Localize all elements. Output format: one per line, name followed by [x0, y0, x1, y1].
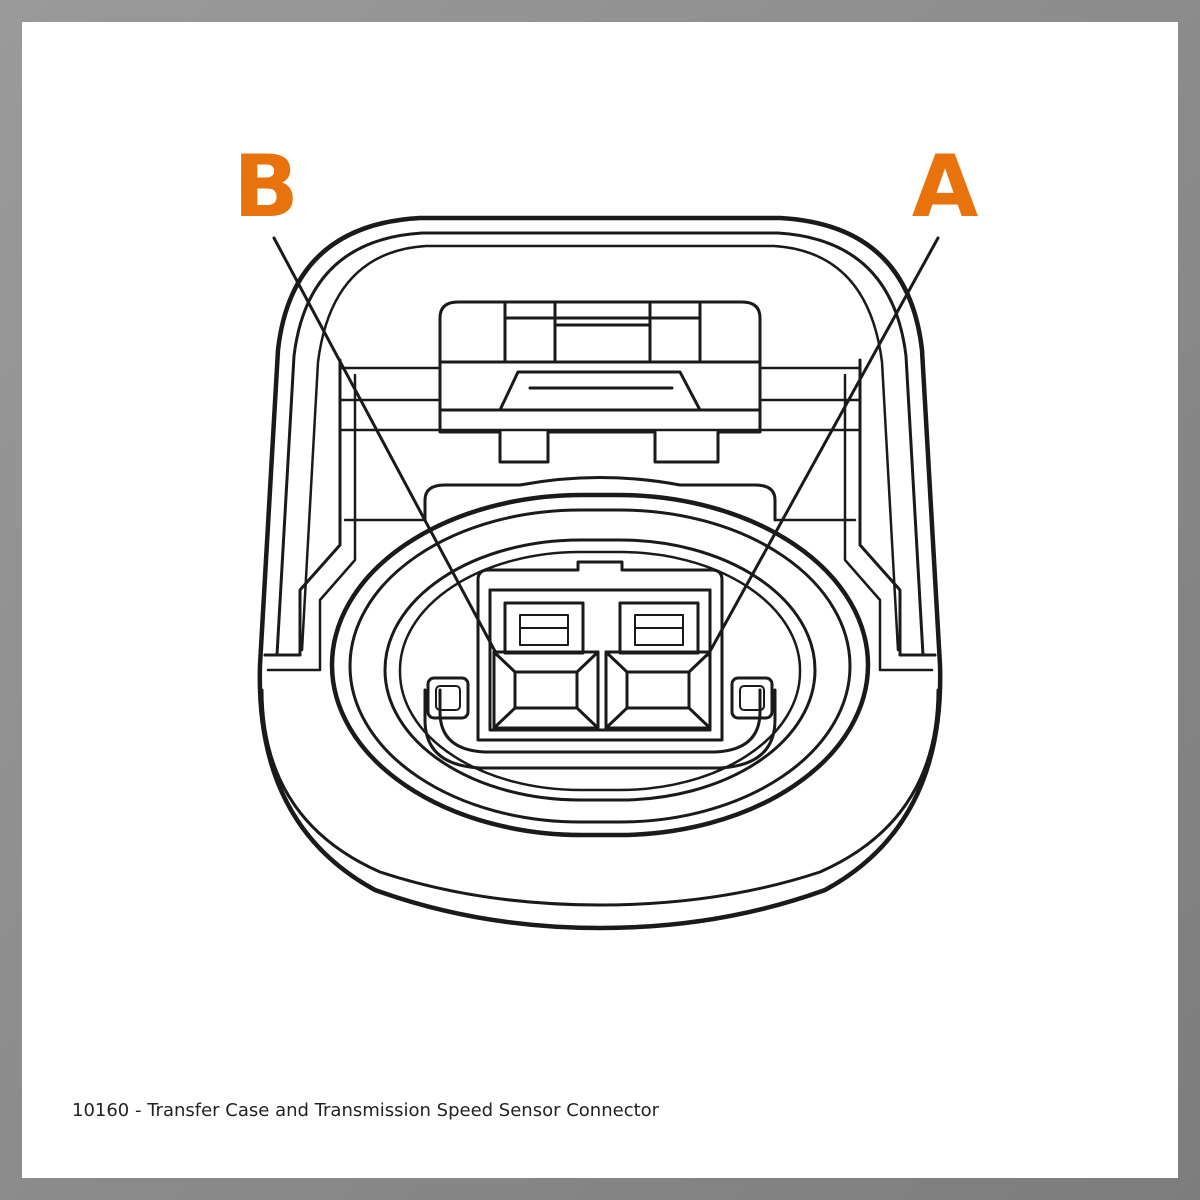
seal-ring-outer	[329, 492, 871, 838]
leader-line-a	[706, 236, 940, 657]
seal-ring-innermost	[398, 550, 802, 792]
connector-housing	[257, 215, 943, 931]
leader-line-b	[272, 236, 499, 657]
diagram-card	[22, 22, 1178, 1178]
latch-rails	[338, 366, 862, 522]
mating-face-arch	[423, 476, 777, 522]
terminal-cavity	[423, 560, 777, 770]
left-latch-ear	[263, 358, 342, 657]
housing-outer-shell	[257, 215, 943, 931]
terminal-b	[492, 601, 600, 730]
seal-rings	[329, 492, 871, 838]
terminal-a	[604, 601, 712, 730]
seal-ring-inner	[383, 538, 817, 802]
left-latch-ear-edge	[266, 373, 357, 672]
pin-label-b: B	[233, 137, 299, 237]
diagram-caption: 10160 - Transfer Case and Transmission S…	[72, 1100, 660, 1121]
right-latch-ear	[858, 358, 937, 657]
housing-shell-rib-inner	[300, 244, 900, 652]
locking-tab-body	[438, 300, 762, 464]
pin-label-a: A	[912, 137, 979, 237]
terminal-block-outline	[476, 560, 724, 742]
seal-ring-middle	[348, 508, 852, 824]
right-latch-ear-edge	[843, 373, 934, 672]
left-cavity-stop	[426, 676, 470, 720]
housing-shell-rib	[275, 231, 925, 657]
housing-lower-flange	[260, 688, 940, 907]
locking-tab	[438, 300, 762, 464]
right-cavity-stop	[730, 676, 774, 720]
